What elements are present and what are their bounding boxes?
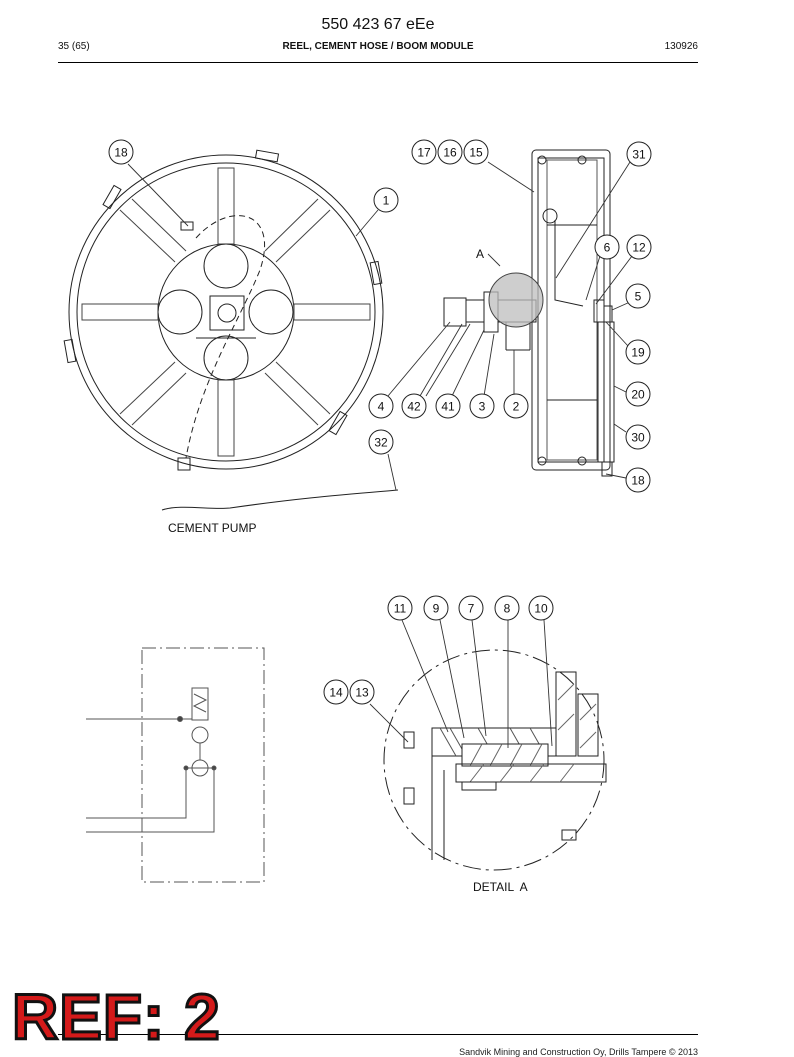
callout-balloon: 42 [401,393,427,419]
svg-text:17: 17 [417,146,431,160]
callout-balloon: 31 [626,141,652,167]
svg-text:12: 12 [632,241,646,255]
detail-label: DETAIL A [473,880,528,894]
callout-balloon: 6 [594,234,620,260]
callout-balloon: 11 [387,595,413,621]
svg-text:8: 8 [504,602,511,616]
callout-balloon: 16 [437,139,463,165]
svg-text:31: 31 [632,148,646,162]
callout-balloon: 41 [435,393,461,419]
cement-pump-label: CEMENT PUMP [168,521,256,535]
svg-text:15: 15 [469,146,483,160]
callout-balloon: 18 [108,139,134,165]
reel-top-view [63,149,384,471]
header-rule [58,62,698,63]
svg-text:32: 32 [374,436,388,450]
reel-side-view [161,149,615,511]
detail-marker: A [476,247,484,261]
hydraulic-schematic [86,647,265,883]
svg-text:41: 41 [441,400,455,414]
callout-balloon: 12 [626,234,652,260]
callout-balloon: 3 [469,393,495,419]
callout-balloon: 7 [458,595,484,621]
callout-balloon: 8 [494,595,520,621]
svg-text:4: 4 [378,400,385,414]
ref-stamp: REF: 2 [11,981,222,1053]
svg-text:7: 7 [468,602,475,616]
footer-rule [58,1034,698,1035]
page-number: 35 (65) [58,41,90,52]
callout-balloon: 20 [625,381,651,407]
callout-balloon: 2 [503,393,529,419]
svg-text:1: 1 [383,194,390,208]
callout-balloon: 30 [625,424,651,450]
callout-balloon: 18 [625,467,651,493]
callout-balloon: 13 [349,679,375,705]
svg-text:20: 20 [631,388,645,402]
svg-text:18: 18 [631,474,645,488]
svg-text:16: 16 [443,146,457,160]
document-date: 130926 [664,41,698,52]
svg-text:13: 13 [355,686,369,700]
callout-balloon: 32 [368,429,394,455]
svg-text:14: 14 [329,686,343,700]
svg-text:42: 42 [407,400,421,414]
callout-balloon: 17 [411,139,437,165]
detail-a-view [383,649,607,871]
document-title: REEL, CEMENT HOSE / BOOM MODULE [282,41,474,52]
callout-balloon: 4 [368,393,394,419]
svg-text:18: 18 [114,146,128,160]
svg-text:5: 5 [635,290,642,304]
callout-balloon: 1 [373,187,399,213]
svg-text:3: 3 [479,400,486,414]
svg-text:30: 30 [631,431,645,445]
callout-balloon: 5 [625,283,651,309]
callout-balloons: 18 17 16 15 31 1 6 12 5 19 20 30 18 4 42… [108,139,652,705]
callout-balloon: 10 [528,595,554,621]
leader-lines [127,161,633,748]
callout-balloon: 15 [463,139,489,165]
callout-balloon: 14 [323,679,349,705]
svg-text:11: 11 [394,602,407,616]
copyright-text: Sandvik Mining and Construction Oy, Dril… [459,1047,698,1057]
svg-text:9: 9 [433,602,440,616]
svg-text:2: 2 [513,400,520,414]
callout-balloon: 19 [625,339,651,365]
svg-text:10: 10 [534,602,548,616]
callout-balloon: 9 [423,595,449,621]
svg-text:19: 19 [631,346,645,360]
document-number: 550 423 67 eEe [321,16,435,33]
svg-text:6: 6 [604,241,611,255]
